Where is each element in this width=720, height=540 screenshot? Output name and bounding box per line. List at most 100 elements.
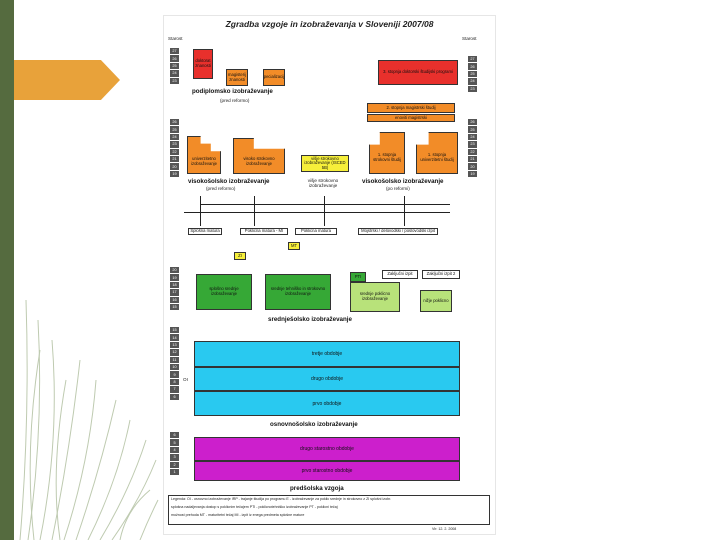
age-cell: 25 xyxy=(468,126,477,134)
doctorate-right-box: 3. stopnja doktorski študijski programi xyxy=(378,60,458,85)
age-cell: 9 xyxy=(170,371,179,379)
professional-label: visoko strokovno izobraževanje xyxy=(243,156,275,166)
pti-box: PTI xyxy=(350,272,366,282)
age-cell: 27 xyxy=(468,56,477,64)
third-period-band: tretje obdobje xyxy=(194,341,460,367)
age-cell: 23 xyxy=(170,77,179,85)
age-cell: 1 xyxy=(170,469,179,477)
connector-v-4 xyxy=(404,196,405,226)
diagram-title: Zgradba vzgoje in izobraževanja v Sloven… xyxy=(225,19,434,29)
preschool-heading: predšolska vzgoja xyxy=(290,485,344,492)
age-cell: 20 xyxy=(468,163,477,171)
age-cell: 12 xyxy=(170,349,179,357)
first-university-label: 1. stopnja univerzitetni študij xyxy=(420,152,454,162)
age-cell: 25 xyxy=(170,62,179,71)
age-cell: 27 xyxy=(170,48,179,56)
before-reform-label-top: (pred reformo) xyxy=(220,98,250,103)
diagram-document: Zgradba vzgoje in izobraževanja v Sloven… xyxy=(163,15,496,535)
age-cell: 18 xyxy=(170,281,179,290)
secondary-heading: srednješolsko izobraževanje xyxy=(268,316,352,323)
age-cell: 23 xyxy=(468,85,477,93)
age-cell: 5 xyxy=(170,439,179,447)
age-cell: 26 xyxy=(170,119,179,127)
age-cell: 3 xyxy=(170,454,179,462)
before-reform-label: (pred reformo) xyxy=(206,186,236,191)
grass-blades xyxy=(19,299,159,540)
age-cell: 19 xyxy=(170,274,179,282)
age-cell: 24 xyxy=(468,78,477,86)
connector-line-2 xyxy=(184,212,450,213)
age-cell: 14 xyxy=(170,334,179,342)
age-cell: 20 xyxy=(170,163,179,171)
age-cell: 26 xyxy=(468,119,477,127)
legend-box: Legenda: OI - osnovno izobraževanje IRP … xyxy=(168,495,490,525)
age-cell: 26 xyxy=(468,63,477,71)
connector-v-2 xyxy=(254,196,255,226)
age-cell: 10 xyxy=(170,364,179,372)
age-cell: 17 xyxy=(170,289,179,297)
age-cell: 19 xyxy=(468,170,477,179)
masters-box: magisterij znanosti xyxy=(226,69,248,86)
age-cell: 6 xyxy=(170,432,179,440)
first-period-band: prvo obdobje xyxy=(194,391,460,416)
second-period-band: drugo obdobje xyxy=(194,367,460,391)
masters-2-box: 2. stopnja magistrski študij xyxy=(367,103,455,113)
tertiary-heading-left: visokošolsko izobraževanje xyxy=(188,178,270,185)
age-cell: 24 xyxy=(468,133,477,142)
age-cell: 19 xyxy=(170,170,179,179)
connector-line-1 xyxy=(200,204,450,205)
specialization-box: specializacija xyxy=(263,69,285,86)
age-cell: 24 xyxy=(170,133,179,142)
connector-v-3 xyxy=(324,196,325,226)
basic-heading: osnovnošolsko izobraževanje xyxy=(270,421,358,428)
age-cell: 8 xyxy=(170,378,179,387)
general-matura-box: Splošna matura xyxy=(188,228,222,235)
age-cell: 13 xyxy=(170,341,179,350)
after-reform-label: (po reformi) xyxy=(386,186,410,191)
legend-row-3: možnost prehoda MT - maturitetni tečaj M… xyxy=(171,513,305,517)
accent-arrow xyxy=(14,60,120,100)
age-cell: 23 xyxy=(468,141,477,149)
age-cell: 16 xyxy=(170,296,179,304)
age-cell: 21 xyxy=(468,156,477,164)
general-secondary-box: splošno srednje izobraževanje xyxy=(196,274,252,310)
age-cell: 22 xyxy=(170,148,179,156)
higher-vocational-box: višje strokovno izobraževanje (ISCED 5B) xyxy=(301,155,349,172)
postgraduate-heading: podiplomsko izobraževanje xyxy=(192,88,273,95)
final-exam-box: Zaključni izpit xyxy=(382,270,418,279)
unified-masters-box: enoviti magistrski xyxy=(367,114,455,122)
legend-row-2: splošna nadaljevanja dostop s poklicnim … xyxy=(171,505,338,509)
technical-secondary-box: srednje tehniško in strokovno izobraževa… xyxy=(265,274,331,310)
vocational-matura-box: Poklicna matura xyxy=(295,228,337,235)
basic-side-label: OI xyxy=(183,377,188,382)
zi-box: ZI xyxy=(234,252,246,260)
first-university-box: 1. stopnja univerzitetni študij xyxy=(416,132,458,174)
first-professional-box: 1. stopnja strokovni študij xyxy=(369,132,405,174)
age-cell: 15 xyxy=(170,304,179,312)
first-age-period-band: prvo starostno obdobje xyxy=(194,461,460,481)
age-cell: 25 xyxy=(468,70,477,79)
side-stripe xyxy=(0,0,14,540)
master-exam-box: Mojstrski / delovodski / poslovodski izp… xyxy=(358,228,438,235)
first-professional-label: 1. stopnja strokovni študij xyxy=(373,152,401,162)
vocational-matura-mi-box: Poklicna matura - MI xyxy=(240,228,288,235)
decorative-grass xyxy=(0,0,160,540)
age-cell: 23 xyxy=(170,141,179,149)
age-cell: 6 xyxy=(170,393,179,401)
age-cell: 25 xyxy=(170,126,179,134)
age-cell: 22 xyxy=(468,148,477,156)
age-cell: 24 xyxy=(170,70,179,78)
connector-v-1 xyxy=(200,196,201,226)
age-label-left: Starost xyxy=(168,36,183,41)
university-label: univerzitetno izobraževanje xyxy=(191,156,217,166)
age-cell: 11 xyxy=(170,356,179,364)
university-box: univerzitetno izobraževanje xyxy=(187,136,221,174)
age-cell: 20 xyxy=(170,267,179,275)
age-cell: 21 xyxy=(170,156,179,164)
age-label-right: Starost xyxy=(462,36,477,41)
mt-box: MT xyxy=(288,242,300,250)
age-cell: 7 xyxy=(170,386,179,394)
vocational-secondary-box: srednje poklicno izobraževanje xyxy=(350,282,400,312)
short-vocational-box: nižje poklicno xyxy=(420,290,452,312)
age-cell: 15 xyxy=(170,327,179,335)
